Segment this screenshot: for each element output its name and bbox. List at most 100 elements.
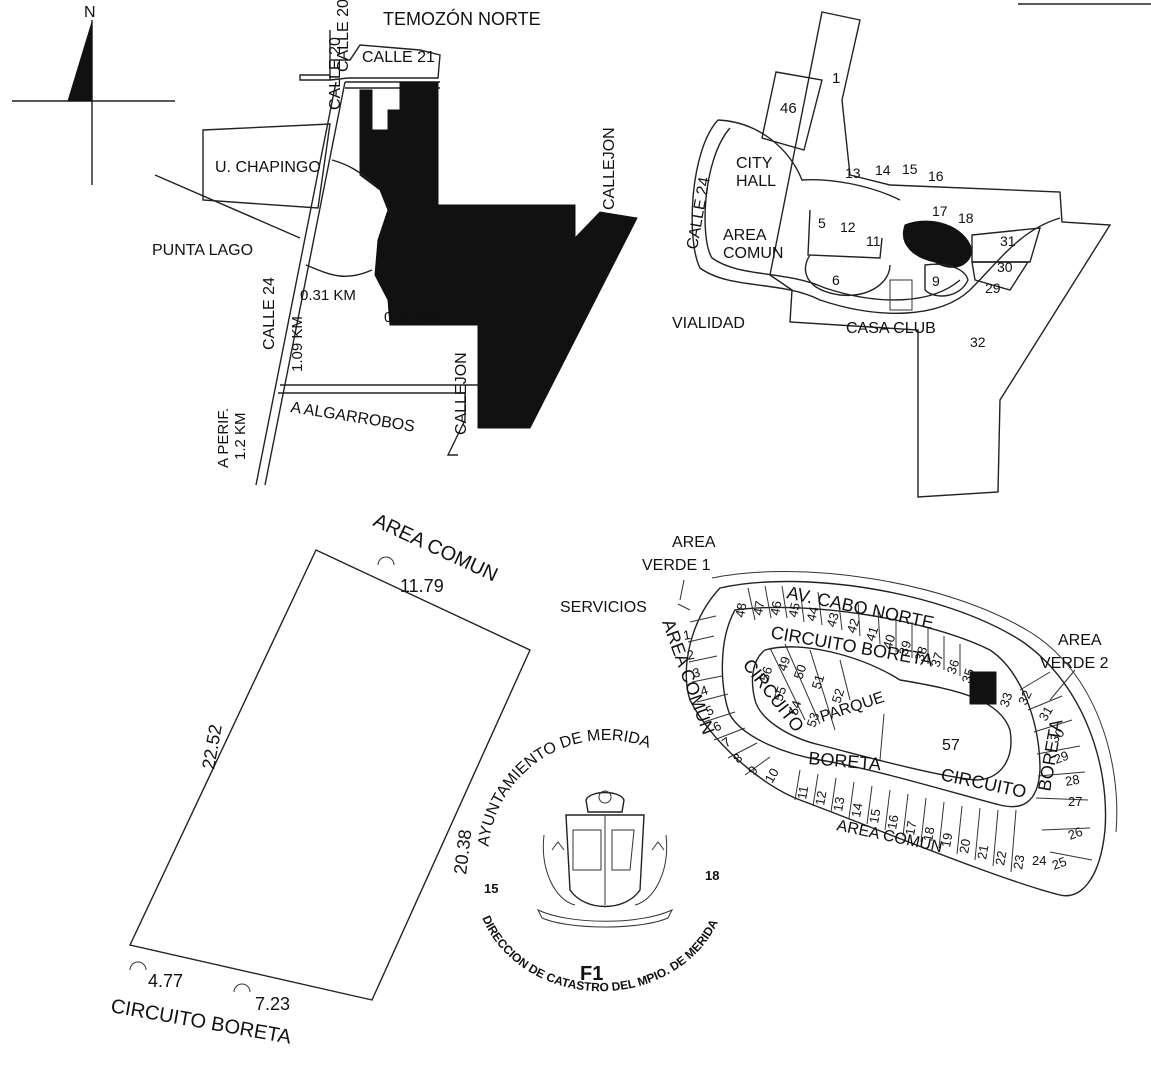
lot-b23: 23 [1010, 854, 1027, 871]
u-chapingo-label: U. CHAPINGO [215, 159, 321, 176]
lot-r28: 28 [1064, 772, 1081, 789]
calle-24-label: CALLE 24 [261, 277, 278, 350]
mp-lot-46: 46 [780, 100, 797, 117]
mp-lot-9: 9 [932, 273, 940, 289]
casa-club-label: CASA CLUB [846, 320, 936, 337]
side-2038-label: 20.38 [450, 828, 475, 875]
lot-51: 51 [809, 673, 828, 691]
lot-b22: 22 [992, 850, 1009, 867]
side-2252-label: 22.52 [198, 723, 226, 771]
a-algarrobos-label: A ALGARROBOS [289, 399, 416, 435]
a-perif-label: A PERIF. [215, 408, 232, 468]
coat-of-arms-icon [536, 790, 674, 928]
mp-calle-24-label: CALLE 24 [684, 176, 713, 251]
mp-lot-18: 18 [958, 210, 974, 226]
north-arrow-icon: N [12, 4, 175, 185]
mp-lot-15: 15 [902, 161, 918, 177]
lot-48: 48 [732, 602, 749, 619]
area-comun-label-1: AREA [723, 227, 767, 244]
lot-r25: 25 [1050, 854, 1069, 873]
lot-53: 53 [804, 711, 823, 729]
dist-109-label: 1.09 KM [289, 316, 306, 372]
area-verde-1-label-a: AREA [672, 534, 716, 551]
lot-l4: 4 [698, 682, 710, 699]
mp-lot-11: 11 [866, 233, 881, 249]
mp-lot-32: 32 [970, 334, 986, 350]
calle-20-road-label: CALLE 20 [327, 37, 344, 110]
master-plan-map: CALLE 24 CITY HALL AREA COMUN VIALIDAD C… [672, 11, 1112, 498]
lot-37: 37 [928, 651, 947, 669]
seal-right-number: 18 [705, 868, 719, 883]
lot-41: 41 [863, 625, 882, 643]
lot-r27: 27 [1068, 794, 1082, 809]
mp-lot-30: 30 [997, 259, 1013, 275]
lot-45: 45 [785, 601, 803, 618]
mp-lot-6: 6 [832, 272, 840, 288]
callejon-bottom-label: CALLEJON [453, 352, 470, 435]
servicios-label: SERVICIOS [560, 599, 647, 616]
arc-477-label: 4.77 [148, 971, 183, 991]
lot-b21: 21 [974, 844, 991, 861]
mp-lot-1: 1 [832, 70, 840, 87]
mp-lot-13: 13 [845, 165, 861, 181]
lot-39: 39 [896, 639, 915, 657]
seal-top-text: AYUNTAMIENTO DE MERIDA [476, 727, 654, 847]
location-map: TEMOZÓN NORTE CALLE 20 CALLE 21 U. CHAPI… [152, 0, 638, 486]
lot-42: 42 [844, 617, 863, 635]
lot-b19: 19 [938, 832, 955, 849]
lot-r29: 29 [1052, 748, 1071, 767]
lot-r31: 31 [1036, 703, 1056, 723]
punta-lago-label: PUNTA LAGO [152, 242, 253, 259]
lot-50: 50 [791, 663, 810, 681]
lot-b17: 17 [902, 820, 919, 837]
mp-lot-14: 14 [875, 162, 891, 178]
lot-l1: 1 [682, 627, 692, 643]
lot-43: 43 [823, 611, 841, 629]
mp-lot-17: 17 [932, 203, 948, 219]
lot-36: 36 [944, 658, 963, 676]
lot-r33: 33 [997, 691, 1016, 709]
vialidad-label: VIALIDAD [672, 315, 745, 332]
lot-57-label: 57 [942, 737, 960, 754]
lot-b20: 20 [956, 838, 973, 855]
lot-b14: 14 [848, 802, 865, 819]
boreta-mid-label: BORETA [808, 748, 882, 774]
city-hall-label-2: HALL [736, 173, 776, 190]
arc-1179-label: 11.79 [400, 576, 444, 596]
lot-46: 46 [767, 600, 784, 617]
area-verde-2-label-a: AREA [1058, 632, 1102, 649]
lot-54: 54 [786, 699, 805, 717]
lot-b16: 16 [884, 814, 901, 831]
parcel-area-comun-label: AREA COMUN [370, 510, 501, 587]
lot-47: 47 [750, 600, 767, 617]
lot-56: 56 [757, 665, 776, 683]
temozon-norte-label: TEMOZÓN NORTE [383, 8, 541, 29]
lot-b15: 15 [866, 808, 883, 825]
municipal-seal: AYUNTAMIENTO DE MERIDA DIRECCION DE CATA… [476, 727, 721, 994]
lot-b13: 13 [830, 796, 847, 813]
lot-35: 35 [959, 667, 978, 685]
parque-label: PARQUE [818, 689, 886, 726]
lot-l7: 7 [719, 734, 734, 750]
area-comun-label-2: COMUN [723, 245, 783, 262]
area-verde-2-label-b: VERDE 2 [1040, 655, 1109, 672]
circuito-right-label: CIRCUITO [939, 764, 1028, 802]
lot-40: 40 [880, 633, 899, 651]
lot-r26: 26 [1066, 824, 1085, 843]
lot-b18: 18 [920, 826, 937, 843]
dist-12-label: 1.2 KM [232, 412, 249, 460]
parcel-diagram: AREA COMUN 11.79 22.52 20.38 4.77 7.23 C… [109, 510, 531, 1049]
dist-031-label: 0.31 KM [300, 287, 356, 304]
mp-lot-12: 12 [840, 219, 856, 235]
mp-lot-31: 31 [1000, 233, 1016, 249]
lot-b11: 11 [794, 785, 811, 801]
callejon-top-label: CALLEJON [601, 127, 618, 210]
city-hall-label-1: CITY [736, 155, 773, 172]
lot-55: 55 [771, 685, 790, 703]
lot-49: 49 [775, 655, 794, 673]
lot-l3: 3 [691, 665, 702, 681]
lot-44: 44 [803, 605, 821, 623]
mp-lot-5: 5 [818, 215, 826, 231]
lot-52: 52 [829, 687, 848, 705]
